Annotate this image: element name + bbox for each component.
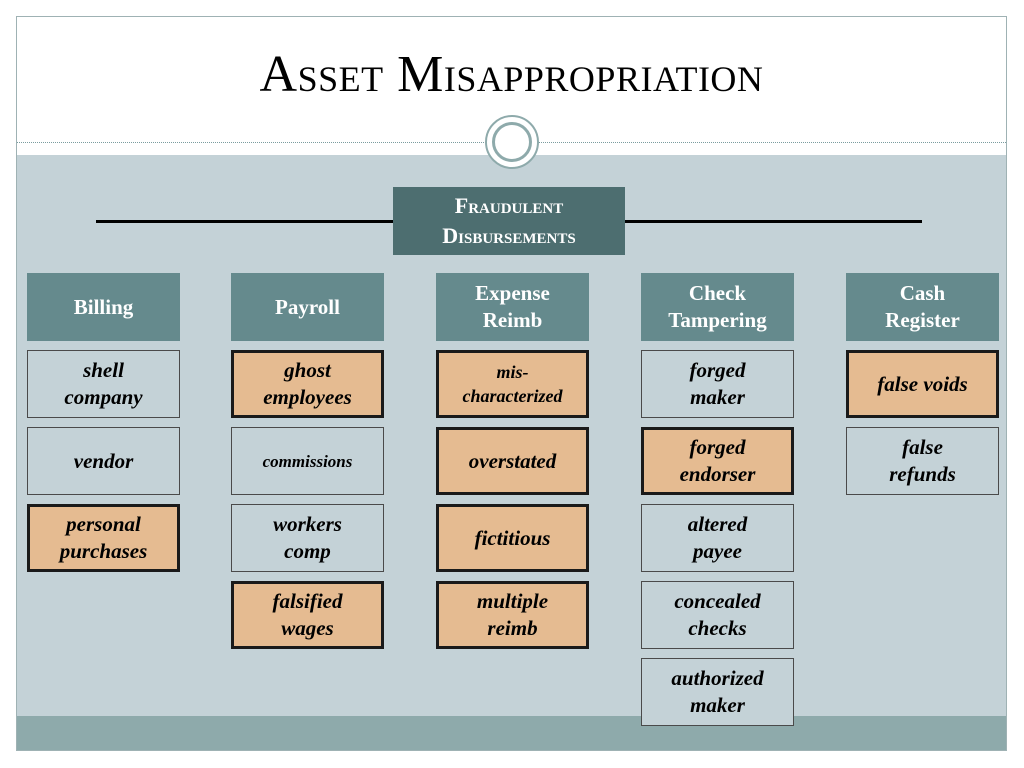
node-falsified-wages: falsified wages [231, 581, 384, 649]
category-check-tampering: Check Tampering [641, 273, 794, 341]
node-mischaracterized: mis- characterized [436, 350, 589, 418]
root-label-line2: Disbursements [442, 223, 576, 248]
node-personal-purchases: personal purchases [27, 504, 180, 572]
slide: Asset Misappropriation Fraudulent Disbur… [16, 16, 1007, 751]
node-workers-comp: workers comp [231, 504, 384, 572]
node-ghost-employees: ghost employees [231, 350, 384, 418]
node-commissions: commissions [231, 427, 384, 495]
category-cash-register: Cash Register [846, 273, 999, 341]
category-billing: Billing [27, 273, 180, 341]
category-expense-reimb: Expense Reimb [436, 273, 589, 341]
category-payroll: Payroll [231, 273, 384, 341]
node-forged-maker: forged maker [641, 350, 794, 418]
root-node: Fraudulent Disbursements [393, 187, 625, 255]
node-false-voids: false voids [846, 350, 999, 418]
node-overstated: overstated [436, 427, 589, 495]
node-vendor: vendor [27, 427, 180, 495]
node-fictitious: fictitious [436, 504, 589, 572]
circle-ornament-icon [485, 115, 539, 169]
node-altered-payee: altered payee [641, 504, 794, 572]
node-authorized-maker: authorized maker [641, 658, 794, 726]
node-concealed-checks: concealed checks [641, 581, 794, 649]
page-title: Asset Misappropriation [259, 46, 764, 103]
node-forged-endorser: forged endorser [641, 427, 794, 495]
footer-band [17, 716, 1006, 750]
node-multiple-reimb: multiple reimb [436, 581, 589, 649]
node-false-refunds: false refunds [846, 427, 999, 495]
root-label-line1: Fraudulent [454, 193, 564, 218]
node-shell-company: shell company [27, 350, 180, 418]
